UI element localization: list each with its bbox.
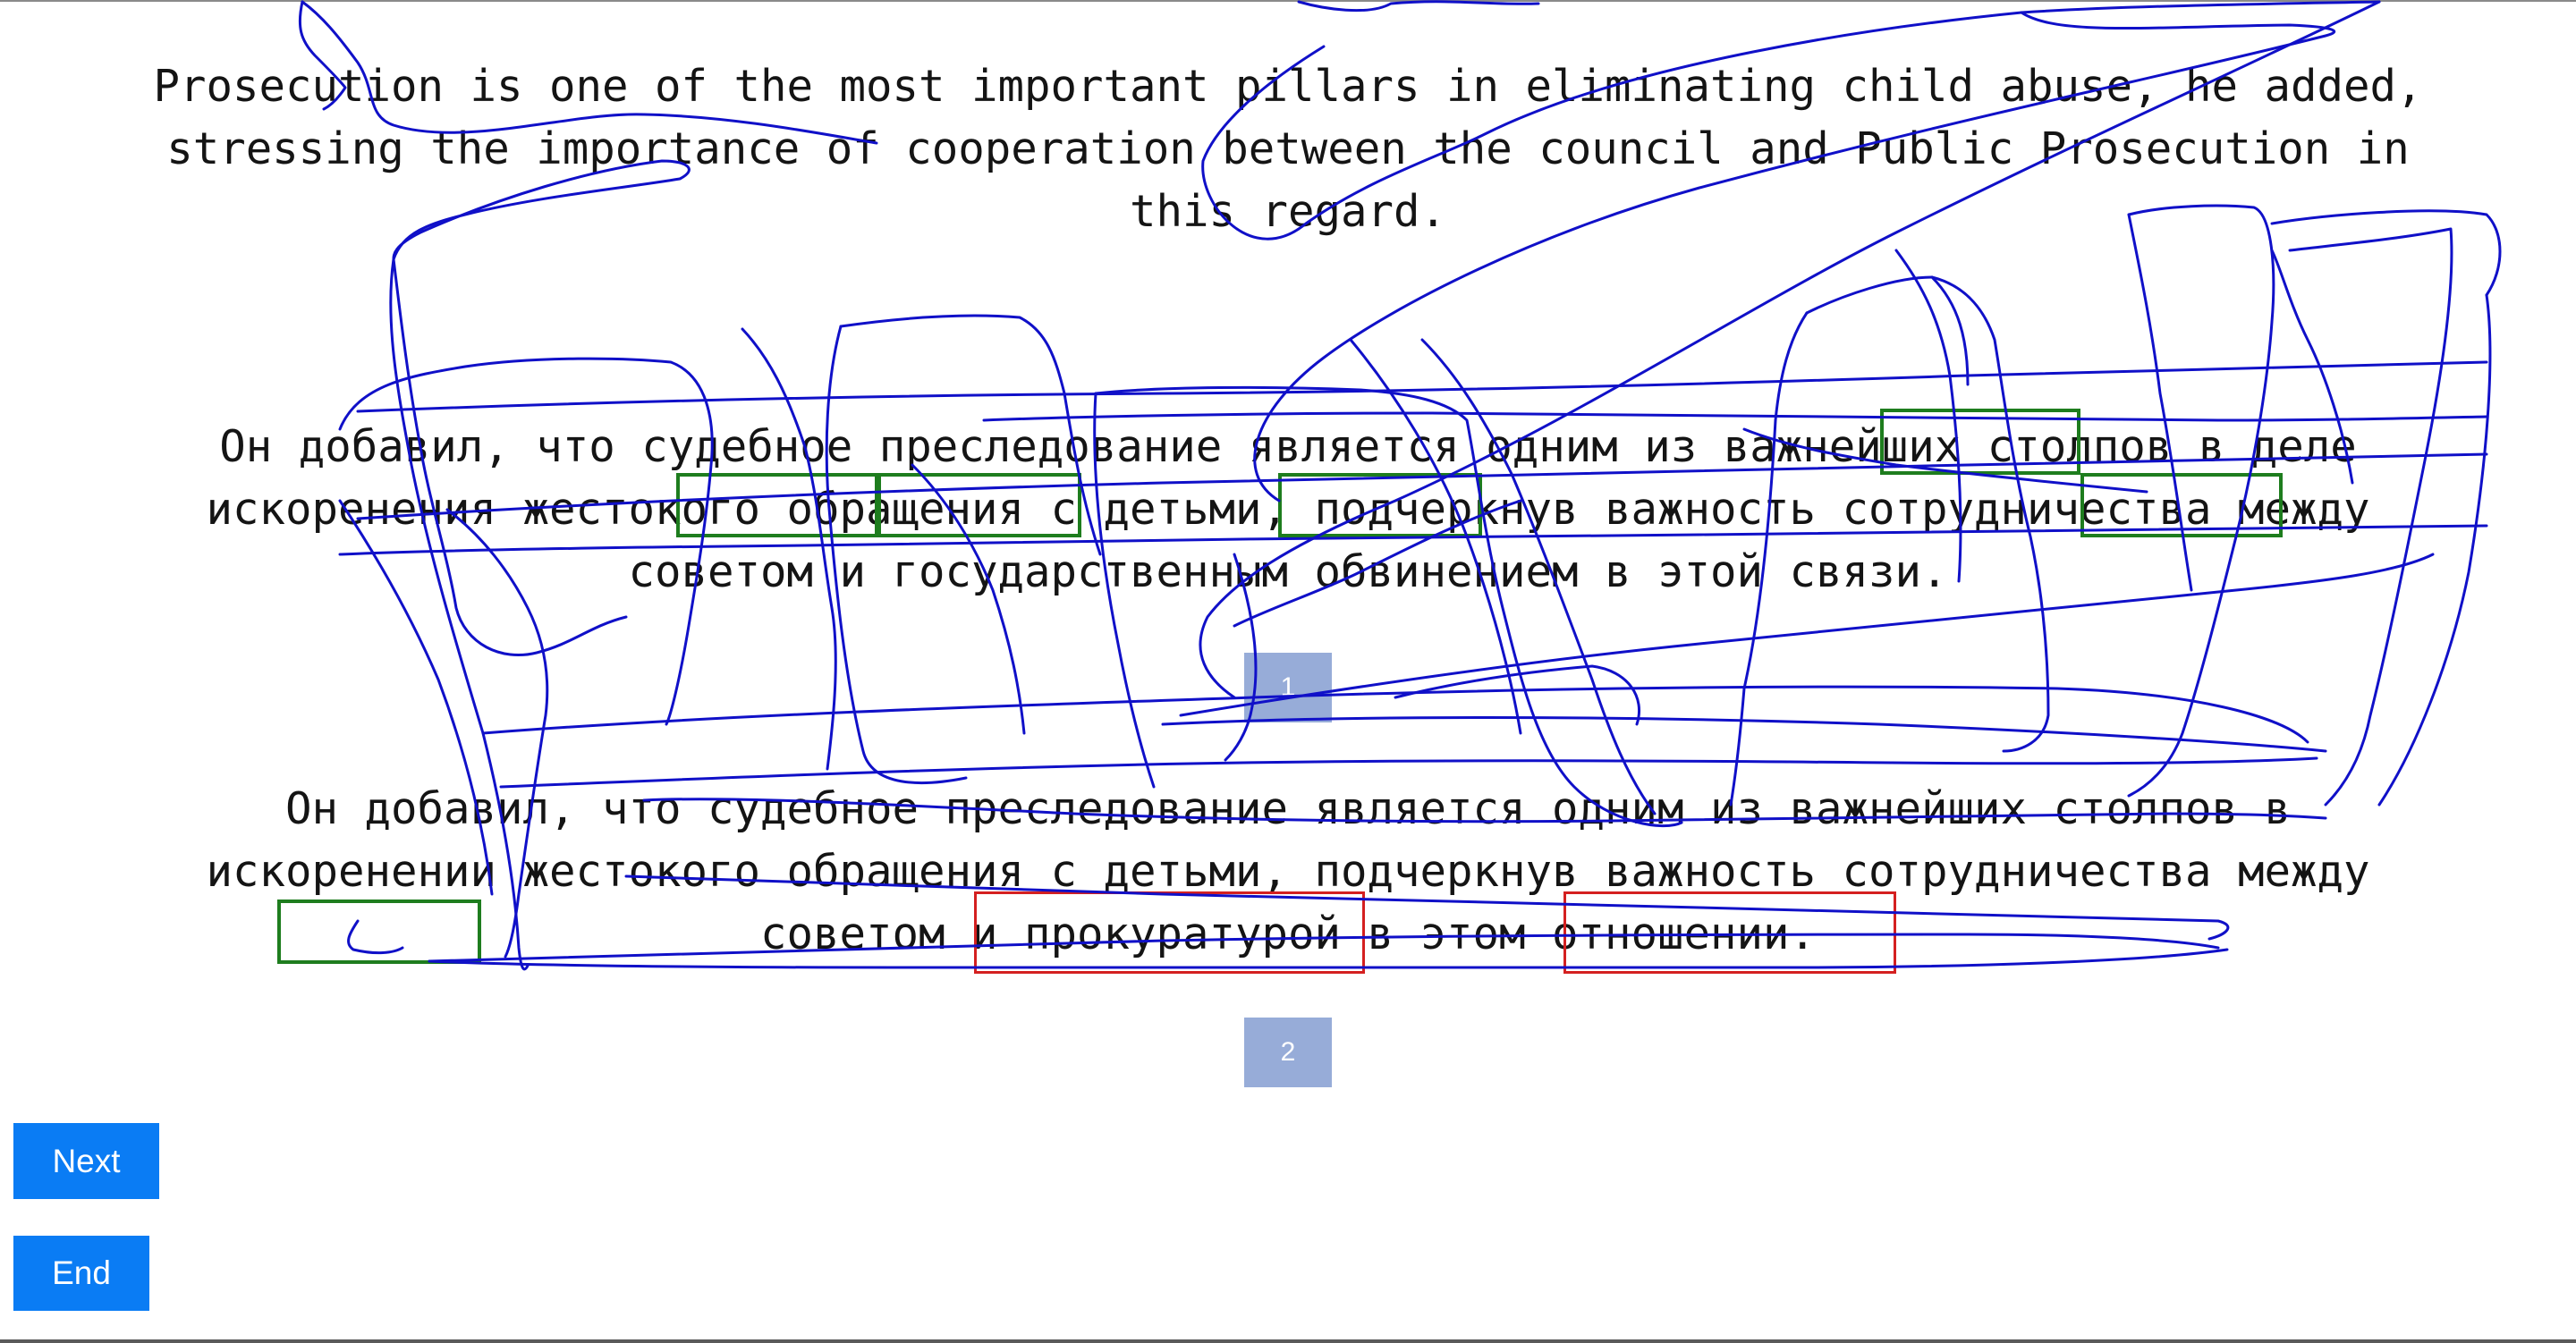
translation-line: Он добавил, что судебное преследование я… — [219, 421, 2357, 472]
translation-line: Он добавил, что судебное преследование я… — [284, 783, 2292, 834]
scribble-stroke — [1161, 716, 2327, 753]
scribble-stroke — [356, 360, 2488, 413]
translation-line: советом и государственным обвинением в э… — [628, 546, 1948, 597]
translation-line: советом и прокуратурой в этом отношении. — [759, 908, 1817, 959]
scribble-stroke — [1297, 0, 1540, 13]
translation-1-number-badge[interactable]: 1 — [1244, 653, 1332, 722]
scribble-stroke — [1394, 664, 1641, 726]
source-text: Prosecution is one of the most important… — [0, 55, 2576, 243]
bottom-border — [0, 1339, 2576, 1343]
source-line: this regard. — [1129, 186, 1446, 237]
scribble-stroke — [481, 685, 2309, 744]
translation-2-text: Он добавил, что судебное преследование я… — [0, 778, 2576, 966]
top-border — [0, 0, 2576, 2]
scribble-stroke — [1930, 275, 1970, 386]
source-line: Prosecution is one of the most important… — [153, 61, 2423, 112]
translation-1-text: Он добавил, что судебное преследование я… — [0, 416, 2576, 604]
translation-line: искоренения жестокого обращения с детьми… — [206, 484, 2370, 535]
source-line: stressing the importance of cooperation … — [166, 123, 2410, 174]
next-button[interactable]: Next — [13, 1123, 159, 1199]
translation-2-number-badge[interactable]: 2 — [1244, 1018, 1332, 1087]
translation-line: искоренении жестокого обращения с детьми… — [206, 846, 2370, 897]
end-button[interactable]: End — [13, 1236, 149, 1311]
